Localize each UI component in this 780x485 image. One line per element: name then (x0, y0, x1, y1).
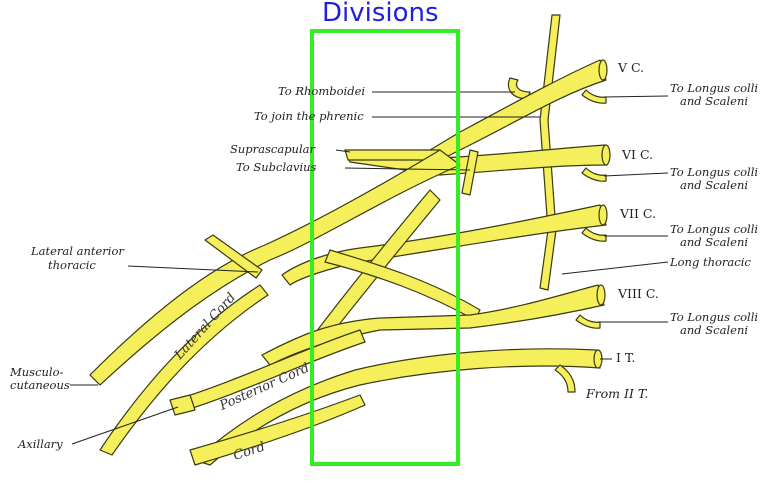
leader-subclavius (344, 167, 471, 171)
label-longus-3a: To Longus colli (670, 222, 759, 236)
leader-suprascapular (335, 149, 351, 153)
longus-stub-3 (581, 227, 607, 242)
leader-long-thoracic (561, 261, 669, 275)
label-rhomboidei: To Rhomboidei (278, 84, 366, 98)
root-cap-c7 (598, 204, 608, 226)
label-longus-4a: To Longus colli (670, 310, 759, 324)
label-longus-4b: and Scaleni (680, 323, 749, 337)
label-longus-1b: and Scaleni (680, 94, 749, 108)
root-label-t1: I T. (616, 350, 636, 365)
label-longus-2a: To Longus colli (670, 165, 759, 179)
root-c8-nerve (261, 284, 605, 366)
longus-stub-1 (581, 89, 607, 104)
subclavius-branch (461, 149, 479, 196)
leader-longus-2 (603, 172, 669, 177)
lateral-anterior-thoracic-nerve (204, 234, 263, 279)
root-t2-branch (554, 364, 576, 393)
upper-trunk (89, 149, 461, 386)
label-lateral-anterior-thoracic-1: Lateral anterior (31, 244, 124, 258)
lateral-cord-nerve (99, 284, 269, 456)
longus-stub-2 (581, 167, 607, 182)
label-lateral-anterior-thoracic-2: thoracic (48, 258, 96, 272)
leader-axillary (71, 406, 179, 445)
leader-lateral-anterior-thoracic (127, 265, 259, 273)
label-longus-3b: and Scaleni (680, 235, 749, 249)
label-musculo-1: Musculo- (10, 365, 64, 379)
root-label-c7: VII C. (620, 206, 656, 221)
root-cap-c8 (596, 284, 606, 306)
label-subclavius: To Subclavius (236, 160, 317, 174)
root-cap-c6 (601, 144, 611, 166)
label-axillary: Axillary (18, 437, 63, 451)
longus-stub-4 (575, 314, 601, 329)
root-c7-nerve (281, 204, 607, 286)
label-longus-2b: and Scaleni (680, 178, 749, 192)
root-t1-nerve (194, 348, 601, 466)
root-label-c6: VI C. (622, 147, 654, 162)
rhomboid-branch (507, 77, 531, 99)
axillary-nerve (169, 394, 196, 416)
label-long-thoracic: Long thoracic (670, 255, 751, 269)
medial-cord-nerve (189, 394, 366, 466)
root-label-c5: V C. (618, 60, 645, 75)
label-phrenic: To join the phrenic (254, 109, 364, 123)
label-musculo-2: cutaneous (10, 378, 70, 392)
label-suprascapular: Suprascapular (230, 142, 315, 156)
root-cap-c5 (598, 59, 608, 81)
posterior-cord-nerve (174, 329, 366, 413)
label-longus-1a: To Longus colli (670, 81, 759, 95)
divisions-title: Divisions (322, 0, 439, 28)
nerve-drawing (89, 14, 611, 466)
leader-lines (70, 91, 669, 445)
root-label-c8: VIII C. (618, 286, 659, 301)
root-label-t2: From II T. (586, 386, 649, 401)
leader-longus-1 (603, 95, 669, 98)
divisions-highlight-box (310, 29, 460, 466)
